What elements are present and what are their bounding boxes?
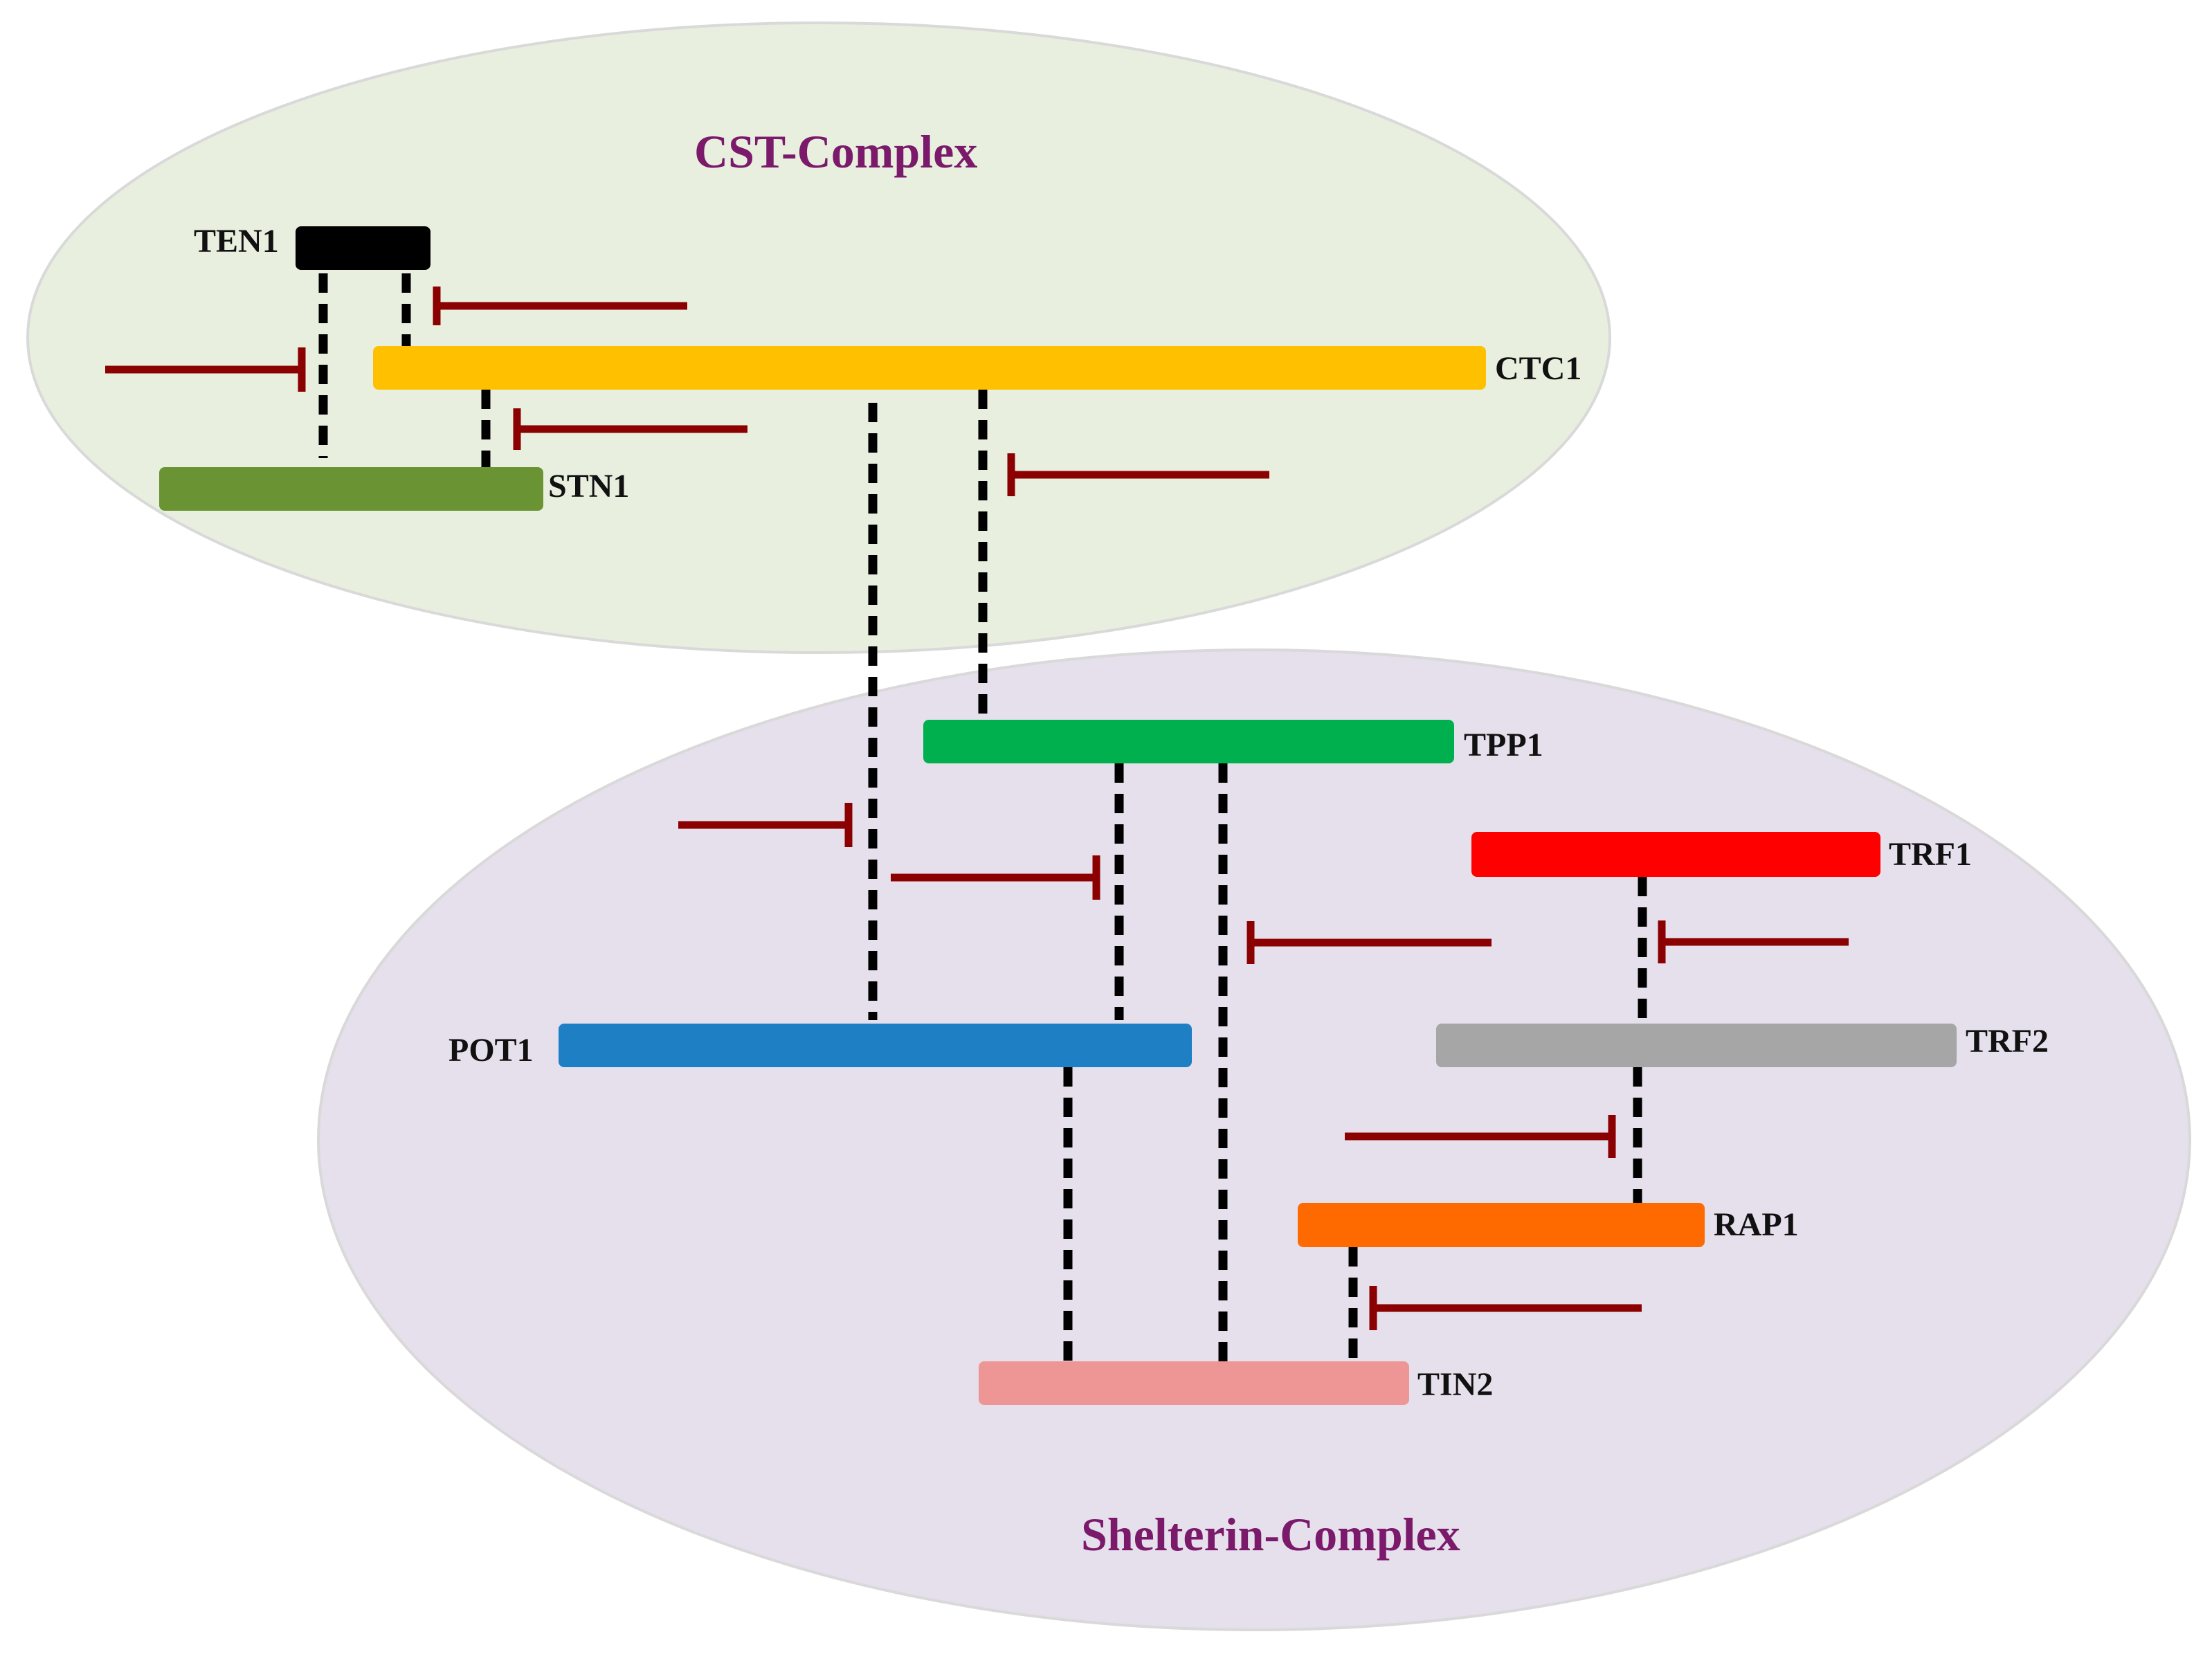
inhibitor-ten1-stn1 <box>105 347 306 392</box>
tpp1-bar <box>923 720 1454 763</box>
trf2-label: TRF2 <box>1966 1023 2049 1060</box>
stn1-bar <box>159 467 543 511</box>
ten1-bar <box>296 226 430 270</box>
inhibitor-rap1-tin2 <box>1369 1286 1642 1330</box>
tin2-bar <box>979 1361 1409 1405</box>
inhibitor-ten1-ctc1 <box>433 287 687 325</box>
trf2-bar <box>1436 1024 1957 1067</box>
ctc1-label: CTC1 <box>1495 350 1581 387</box>
ctc1-bar <box>373 346 1486 390</box>
inhibitor-ctc1-pot1 <box>678 803 853 847</box>
interaction-links <box>318 273 1647 1361</box>
tpp1-label: TPP1 <box>1464 727 1543 763</box>
pot1-label: POT1 <box>448 1032 534 1069</box>
inhibitor-trf2-rap1 <box>1345 1115 1616 1158</box>
inhibitor-ctc1-stn1 <box>513 408 747 450</box>
inhibitor-tpp1-tin2 <box>1246 921 1492 964</box>
inhibitor-tpp1-pot1 <box>891 855 1100 900</box>
cst-complex-title: CST-Complex <box>694 125 977 178</box>
inhibition-markers <box>105 287 1849 1330</box>
pot1-bar <box>559 1024 1192 1067</box>
trf1-label: TRF1 <box>1889 836 1972 873</box>
trf1-bar <box>1471 832 1880 877</box>
stn1-label: STN1 <box>548 468 629 505</box>
rap1-label: RAP1 <box>1714 1206 1799 1243</box>
shelterin-complex-title: Shelterin-Complex <box>1081 1508 1460 1561</box>
ten1-label: TEN1 <box>194 223 279 260</box>
cst-complex-region <box>26 21 1611 654</box>
shelterin-complex-region <box>317 648 2191 1631</box>
tin2-label: TIN2 <box>1417 1366 1493 1403</box>
inhibitor-trf1-trf2 <box>1658 920 1849 963</box>
protein-labels: TEN1 CTC1 STN1 TPP1 TRF1 POT1 TRF2 RAP1 … <box>194 223 2049 1403</box>
protein-bars <box>159 226 1957 1405</box>
rap1-bar <box>1298 1203 1705 1247</box>
inhibitor-ctc1-tpp1 <box>1007 453 1269 496</box>
